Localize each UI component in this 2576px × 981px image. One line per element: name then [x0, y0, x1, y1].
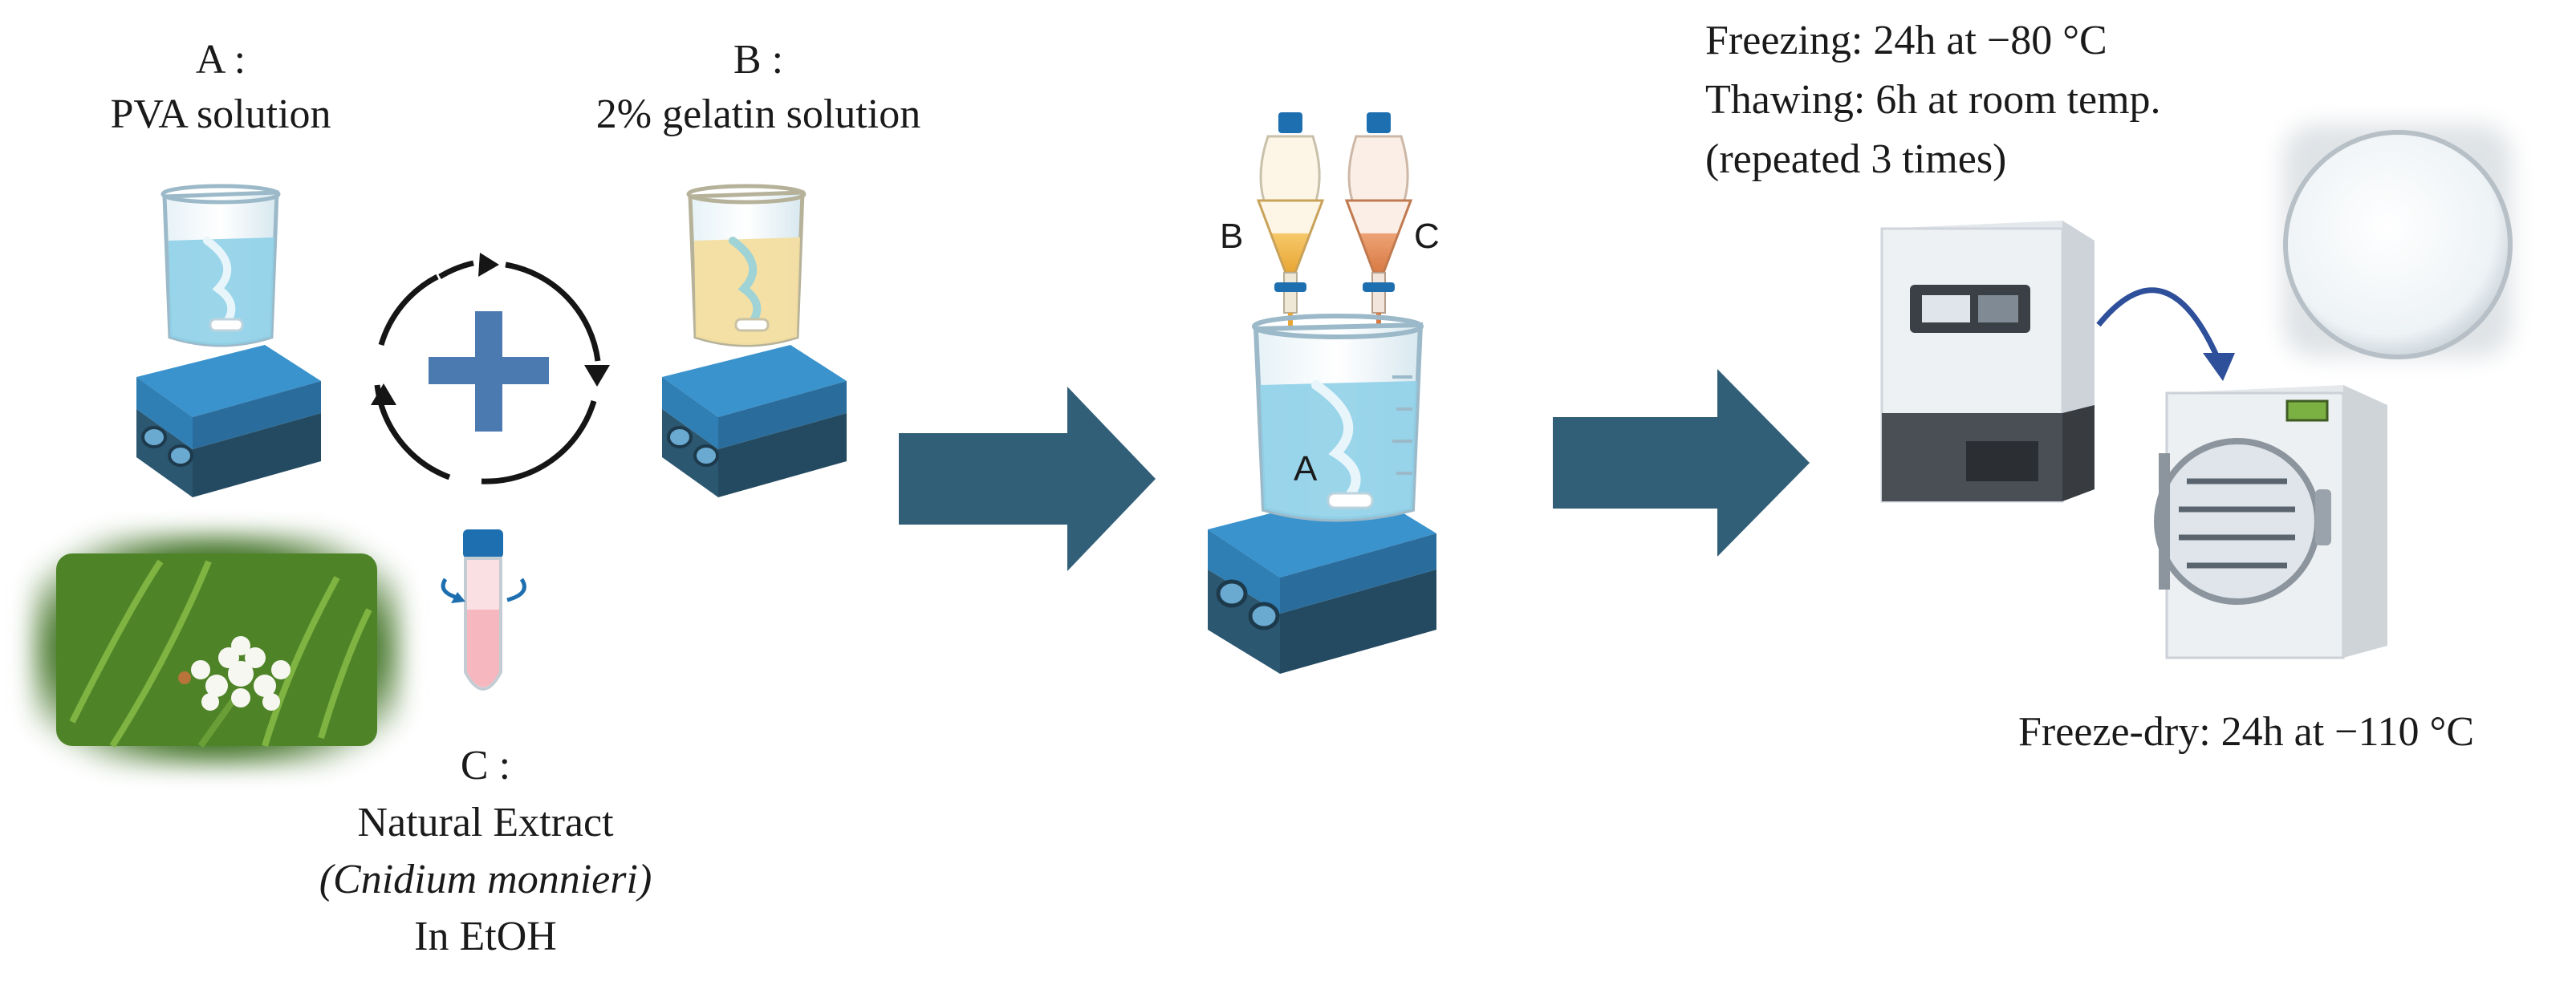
label-c-species: (Cnidium monnieri)	[319, 857, 652, 902]
label-funnel-c: C	[1414, 217, 1440, 256]
label-freezing: Freezing: 24h at −80 °C	[1705, 18, 2107, 63]
label-funnel-b: B	[1220, 217, 1244, 256]
label-thawing: Thawing: 6h at room temp.	[1705, 77, 2161, 123]
freeze-dryer	[2154, 385, 2387, 659]
label-c-title: C :	[460, 743, 511, 788]
label-a-title: A :	[195, 37, 246, 83]
extract-tube	[441, 529, 526, 691]
stirrer-mixture	[1208, 314, 1436, 674]
cycle-arrowheads	[371, 253, 610, 405]
separatory-funnel-b	[1256, 112, 1325, 333]
process-arrow-2	[1553, 369, 1810, 557]
separatory-funnel-c	[1344, 112, 1413, 333]
label-b-title: B :	[733, 37, 784, 83]
label-a-name: PVA solution	[110, 91, 331, 137]
plus-icon	[429, 311, 549, 432]
transfer-arrow	[2096, 287, 2222, 363]
label-b-name: 2% gelatin solution	[595, 91, 921, 137]
freezer	[1880, 221, 2095, 503]
plant-photo	[32, 533, 401, 766]
stirrer-gelatin	[662, 184, 847, 497]
label-repeat: (repeated 3 times)	[1705, 136, 2007, 182]
label-freeze-dry: Freeze-dry: 24h at −110 °C	[2018, 709, 2475, 755]
label-beaker-a: A	[1294, 449, 1318, 488]
stirrer-pva	[136, 184, 321, 497]
label-c-name: Natural Extract	[357, 800, 614, 845]
label-c-solvent: In EtOH	[414, 914, 557, 959]
powder-photo	[2283, 124, 2513, 359]
process-arrow-1	[899, 387, 1156, 571]
